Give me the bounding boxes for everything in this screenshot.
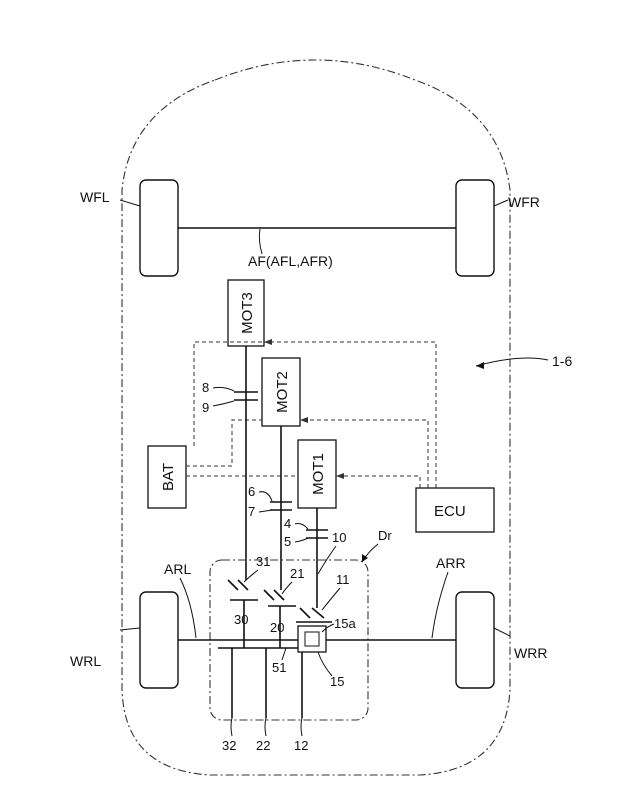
motor1-label: MOT1 bbox=[310, 453, 327, 495]
differential-15 bbox=[298, 626, 326, 652]
ref-9: 9 bbox=[202, 400, 209, 415]
leader-wfl bbox=[120, 200, 140, 206]
battery-label: BAT bbox=[160, 463, 177, 491]
control-line-mot2 bbox=[186, 420, 262, 466]
label-wrl: WRL bbox=[70, 653, 101, 669]
wheel-front-left bbox=[140, 180, 178, 276]
leader-6 bbox=[259, 492, 272, 501]
wheel-rear-left bbox=[140, 592, 178, 688]
arrow-mot3 bbox=[264, 339, 272, 345]
motor2-label: MOT2 bbox=[274, 371, 291, 413]
ref-30: 30 bbox=[234, 612, 248, 627]
vehicle-body-outline bbox=[122, 60, 510, 775]
wheel-rear-right bbox=[456, 592, 494, 688]
control-line-ecu-mot1 bbox=[336, 476, 420, 488]
wheel-front-right bbox=[456, 180, 494, 276]
leader-15 bbox=[318, 652, 332, 676]
label-wrr: WRR bbox=[514, 645, 547, 661]
ref-7: 7 bbox=[248, 504, 255, 519]
clutch-31b bbox=[238, 580, 248, 590]
ecu-label: ECU bbox=[434, 503, 466, 520]
leader-4 bbox=[295, 524, 308, 529]
clutch-11a bbox=[300, 608, 310, 618]
ref-6: 6 bbox=[248, 484, 255, 499]
leader-51 bbox=[282, 648, 286, 660]
ref-32: 32 bbox=[222, 738, 236, 753]
ref-22: 22 bbox=[256, 738, 270, 753]
clutch-21a bbox=[264, 590, 274, 600]
leader-21 bbox=[282, 582, 292, 594]
label-drive-unit: Dr bbox=[378, 528, 392, 543]
leader-5 bbox=[295, 538, 308, 542]
ref-12: 12 bbox=[294, 738, 308, 753]
ref-15a: 15a bbox=[334, 616, 356, 631]
label-arr: ARR bbox=[436, 555, 466, 571]
leader-11 bbox=[322, 588, 340, 610]
leader-8 bbox=[213, 387, 234, 391]
arrow-mot2 bbox=[300, 417, 308, 423]
leader-22 bbox=[265, 718, 266, 736]
leader-32 bbox=[231, 718, 232, 736]
ref-10: 10 bbox=[332, 530, 346, 545]
leader-af bbox=[259, 229, 262, 254]
leader-9 bbox=[213, 401, 234, 406]
leader-wrr bbox=[494, 628, 510, 636]
label-front-axle: AF(AFL,AFR) bbox=[248, 253, 333, 269]
label-wfl: WFL bbox=[80, 189, 110, 205]
leader-7 bbox=[259, 510, 272, 512]
clutch-31a bbox=[228, 580, 238, 590]
arrow-mot1 bbox=[336, 473, 344, 479]
ref-31: 31 bbox=[256, 554, 270, 569]
ref-20: 20 bbox=[270, 620, 284, 635]
leader-wfr bbox=[494, 200, 508, 206]
ref-8: 8 bbox=[202, 380, 209, 395]
clutch-21b bbox=[274, 590, 284, 600]
ref-4: 4 bbox=[284, 516, 291, 531]
ref-51: 51 bbox=[272, 660, 286, 675]
arrow-vehicle bbox=[476, 362, 484, 369]
leader-wrl bbox=[120, 628, 140, 630]
leader-arl bbox=[180, 578, 196, 638]
motor3-label: MOT3 bbox=[239, 292, 256, 334]
leader-12 bbox=[301, 718, 302, 736]
ref-11: 11 bbox=[336, 572, 350, 587]
ref-15: 15 bbox=[330, 674, 344, 689]
ref-5: 5 bbox=[284, 534, 291, 549]
ref-21: 21 bbox=[290, 566, 304, 581]
label-wfr: WFR bbox=[508, 194, 540, 210]
label-arl: ARL bbox=[164, 561, 191, 577]
leader-arr bbox=[432, 572, 448, 638]
leader-vehicle bbox=[476, 358, 548, 366]
label-vehicle-ref: 1-6 bbox=[552, 353, 572, 369]
